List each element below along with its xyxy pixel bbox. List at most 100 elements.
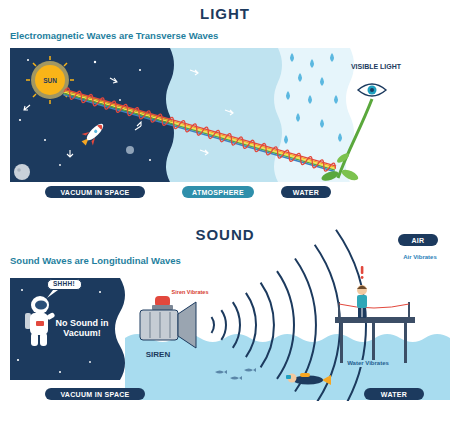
moon [14, 164, 30, 180]
plant [340, 168, 360, 183]
rain-drop [298, 73, 302, 82]
vibration-note: Water Vibrates [345, 360, 391, 367]
diver [286, 373, 331, 385]
rain-drop [334, 95, 338, 104]
light-wave [64, 91, 335, 168]
star [59, 371, 61, 373]
astronaut [35, 301, 47, 310]
arrow-mark [225, 110, 233, 115]
plant [338, 99, 372, 178]
sound-wave [212, 317, 215, 333]
vibration-note: Air Vibrates [400, 254, 440, 261]
person [357, 286, 367, 290]
person [361, 276, 364, 279]
rocket [84, 121, 105, 142]
region-band: AIR [398, 234, 438, 246]
sun-label: SUN [43, 77, 57, 84]
siren [140, 296, 196, 348]
region-band: VACUUM IN SPACE [45, 388, 145, 400]
astronaut [30, 313, 48, 335]
space-region [10, 278, 125, 380]
fish [244, 368, 256, 372]
star [139, 69, 141, 71]
astronaut [36, 321, 44, 326]
rocket [78, 119, 108, 149]
region-text: WATER [381, 391, 407, 398]
arrow-mark [24, 105, 30, 110]
rain-drop [290, 53, 294, 62]
star [19, 119, 21, 121]
section-heading: SOUND [195, 226, 254, 243]
arrow-mark [200, 150, 208, 155]
sound-wave [277, 271, 294, 379]
eye [368, 86, 377, 95]
sun-ray [70, 79, 74, 81]
star [89, 361, 91, 363]
star [59, 164, 61, 166]
rain-drop [320, 119, 324, 128]
vibration-note: Siren Vibrates [171, 289, 209, 295]
section-subheading: Sound Waves are Longitudinal Waves [10, 256, 181, 267]
eye [370, 88, 374, 92]
siren-label: SIREN [146, 350, 170, 359]
astronaut [31, 333, 38, 346]
sun-ray [49, 100, 51, 104]
eye [358, 84, 386, 96]
region-band: VACUUM IN SPACE [45, 186, 145, 198]
region-text: WATER [293, 189, 319, 196]
section-heading: LIGHT [200, 5, 250, 22]
water-region [125, 334, 450, 400]
siren [140, 310, 178, 340]
rain-drop [284, 135, 288, 144]
eye [358, 84, 386, 96]
person [358, 308, 362, 318]
sound-wave [261, 283, 274, 368]
moon [17, 168, 21, 172]
arrow-mark [190, 70, 198, 75]
sun-ray [49, 56, 51, 60]
sun-ray [64, 63, 67, 66]
rocket [97, 123, 104, 130]
diver [322, 375, 331, 385]
star [119, 99, 121, 101]
sound-wave [233, 302, 240, 348]
light-wave [65, 89, 336, 166]
person [363, 308, 367, 318]
eye-label: VISIBLE LIGHT [351, 63, 401, 71]
person [357, 295, 367, 308]
sound-wave [295, 259, 316, 392]
sun [35, 65, 65, 95]
rain-drop [310, 59, 314, 68]
region-text: ATMOSPHERE [192, 189, 244, 196]
light-wave [63, 87, 337, 173]
star [21, 289, 23, 291]
arrow-mark [190, 70, 233, 155]
rain-drop [338, 133, 342, 142]
diver [300, 373, 310, 377]
pier [404, 323, 407, 363]
sun [26, 56, 74, 104]
star [99, 291, 101, 293]
astronaut [40, 333, 47, 346]
plant [336, 152, 351, 165]
person [361, 266, 364, 274]
rain-drop [284, 53, 342, 144]
region-text: VACUUM IN SPACE [60, 391, 129, 398]
plant [320, 99, 372, 183]
region-band: ATMOSPHERE [182, 186, 254, 198]
siren [149, 312, 151, 338]
region-text: AIR [412, 237, 425, 244]
rain-drop [330, 53, 334, 62]
siren [169, 312, 171, 338]
star [44, 139, 46, 141]
sound-wave [246, 293, 256, 357]
sun-ray [26, 79, 30, 81]
astronaut [31, 296, 49, 314]
arrow-mark [67, 150, 73, 157]
sound-wave [336, 230, 366, 401]
astronaut [47, 290, 58, 298]
siren [178, 302, 196, 348]
section-subheading: Electromagnetic Waves are Transverse Wav… [10, 31, 218, 42]
region-text: SHHH! [53, 281, 75, 288]
